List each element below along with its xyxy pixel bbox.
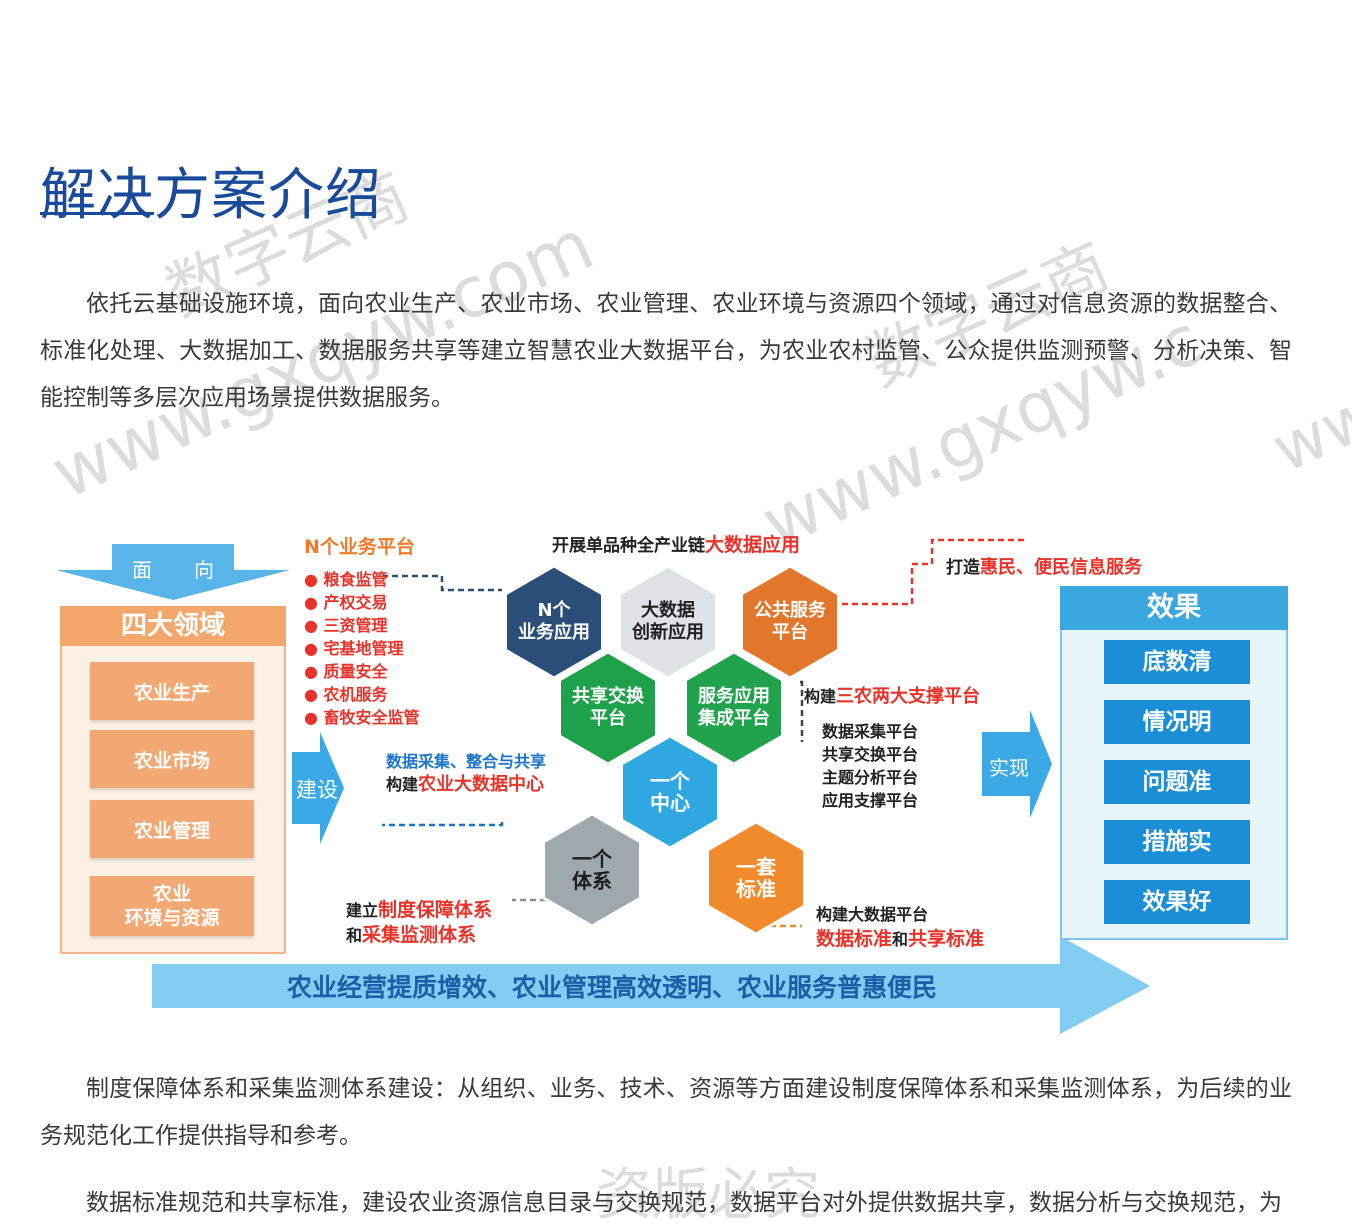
business-item: ● 农机服务	[304, 685, 388, 704]
hexagon-label: 服务应用集成平台	[698, 686, 770, 729]
build-label: 建设	[296, 778, 338, 802]
hexagon-label: 一个体系	[572, 847, 612, 893]
system-caption: 建立制度保障体系 和采集监测体系	[346, 898, 492, 948]
support-item: 应用支撑平台	[822, 791, 919, 810]
build-arrow	[292, 732, 344, 844]
standard-caption-line2: 数据标准和共享标准	[816, 928, 985, 950]
domain-label-line2: 环境与资源	[124, 907, 220, 929]
facing-char-2: 向	[194, 558, 214, 582]
support-caption: 构建三农两大支撑平台	[804, 686, 981, 707]
facing-arrow	[56, 544, 290, 600]
hexagon	[706, 820, 806, 936]
domain-agri-production: 农业生产	[90, 662, 254, 720]
title-underline	[40, 212, 154, 215]
service-caption: 打造惠民、便民信息服务	[946, 557, 1142, 578]
business-title: N个业务平台	[304, 536, 415, 558]
domain-agri-environment: 农业 环境与资源	[90, 876, 254, 936]
business-item: ● 质量安全	[304, 662, 388, 681]
business-item: ● 产权交易	[304, 593, 388, 612]
domain-label-line1: 农业	[152, 883, 191, 905]
center-caption-line2: 构建农业大数据中心	[386, 774, 545, 795]
domains-header: 四大领域	[60, 606, 286, 646]
hexagon-label: 一个中心	[650, 769, 690, 815]
result-item: 情况明	[1104, 700, 1250, 744]
hexagon	[684, 650, 784, 766]
standard-caption: 构建大数据平台 数据标准和共享标准	[816, 902, 984, 952]
system-caption-line1: 建立制度保障体系	[346, 899, 493, 921]
facing-char-1: 面	[132, 558, 152, 582]
system-paragraph: 制度保障体系和采集监测体系建设：从组织、业务、技术、资源等方面建设制度保障体系和…	[40, 1076, 1292, 1149]
system-caption-line2: 和采集监测体系	[346, 924, 477, 946]
result-item: 效果好	[1104, 880, 1250, 924]
hexagon-label: N个业务应用	[518, 600, 590, 643]
standard-caption-line1: 构建大数据平台	[816, 905, 929, 924]
realize-arrow	[982, 710, 1052, 818]
business-item: ● 畜牧安全监管	[304, 708, 420, 727]
hexagon-label: 一套标准	[736, 855, 776, 901]
result-item: 底数清	[1104, 640, 1250, 684]
hexagon-label: 公共服务平台	[754, 600, 826, 643]
business-item: ● 宅基地管理	[304, 639, 404, 658]
hexagon	[618, 564, 718, 680]
support-item: 共享交换平台	[822, 745, 919, 764]
business-item: ● 粮食监管	[304, 570, 388, 589]
domain-label: 农业生产	[133, 681, 210, 704]
hexagon	[740, 564, 840, 680]
domain-label: 农业管理	[133, 819, 210, 842]
result-item: 措施实	[1104, 820, 1250, 864]
result-item: 问题准	[1104, 760, 1250, 804]
standard-paragraph: 数据标准规范和共享标准，建设农业资源信息目录与交换规范，数据平台对外提供数据共享…	[86, 1190, 1282, 1216]
business-item: ● 三资管理	[304, 616, 388, 635]
hexagon-cluster	[504, 564, 840, 936]
bottom-banner-text: 农业经营提质增效、农业管理高效透明、农业服务普惠便民	[286, 973, 937, 1002]
domain-agri-management: 农业管理	[90, 800, 254, 858]
results-header: 效果	[1060, 586, 1288, 630]
domain-label: 农业市场	[133, 749, 210, 772]
facing-label: 面 向	[132, 554, 214, 583]
center-caption-line1: 数据采集、整合与共享	[386, 752, 547, 771]
hexagon	[558, 650, 658, 766]
support-list: 数据采集平台 共享交换平台 主题分析平台 应用支撑平台	[822, 720, 918, 812]
solution-diagram: 面 向 四大领域 农业生产 农业市场 农业管理 农业 环境与资源 建设 实现 N…	[52, 520, 1300, 1040]
domain-agri-market: 农业市场	[90, 730, 254, 788]
top-caption: 开展单品种全产业链大数据应用	[552, 534, 801, 556]
support-item: 数据采集平台	[822, 722, 919, 741]
page-title: 解决方案介绍	[40, 162, 382, 228]
center-caption: 数据采集、整合与共享 构建农业大数据中心	[386, 750, 546, 796]
support-item: 主题分析平台	[822, 768, 919, 787]
hexagon-label: 共享交换平台	[572, 686, 644, 729]
business-list: ● 粮食监管 ● 产权交易 ● 三资管理 ● 宅基地管理 ● 质量安全 ● 农机…	[304, 568, 420, 729]
hexagon	[504, 564, 604, 680]
realize-label: 实现	[989, 756, 1029, 780]
hexagon	[620, 734, 720, 850]
hexagon-label: 大数据创新应用	[632, 600, 704, 643]
diagram-arrows	[56, 538, 1150, 1034]
bottom-arrow	[152, 936, 1150, 1034]
hexagon	[542, 812, 642, 928]
intro-paragraph: 依托云基础设施环境，面向农业生产、农业市场、农业管理、农业环境与资源四个领域，通…	[40, 291, 1292, 411]
